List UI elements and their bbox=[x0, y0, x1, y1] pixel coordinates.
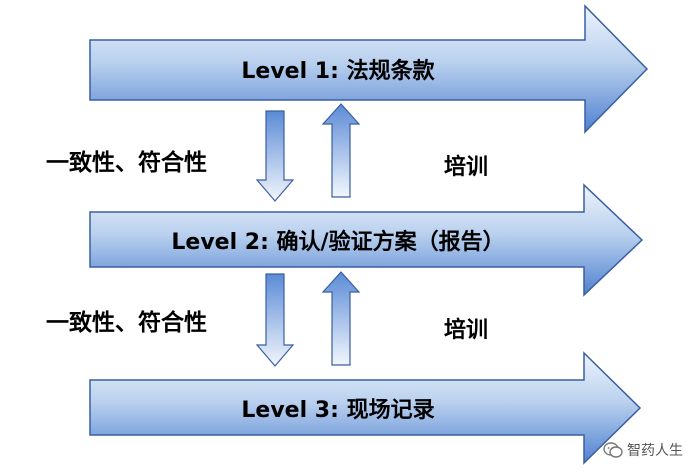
wechat-icon bbox=[603, 442, 623, 458]
training-label-lower: 培训 bbox=[444, 318, 489, 343]
level-3-arrow bbox=[89, 351, 642, 465]
watermark-text: 智药人生 bbox=[627, 443, 683, 459]
level-1-arrow bbox=[89, 4, 649, 134]
level-3-label: Level 3: 现场记录 bbox=[241, 398, 434, 423]
level-1-label: Level 1: 法规条款 bbox=[241, 58, 435, 84]
up-arrow-lower bbox=[321, 271, 361, 366]
consistency-label-lower: 一致性、符合性 bbox=[46, 310, 207, 336]
consistency-label-upper: 一致性、符合性 bbox=[46, 150, 207, 176]
watermark: 智药人生 bbox=[603, 440, 683, 460]
down-arrow-upper bbox=[255, 110, 295, 202]
training-label-upper: 培训 bbox=[444, 155, 489, 180]
down-arrow-lower bbox=[255, 273, 295, 367]
level-2-label: Level 2: 确认/验证方案（报告） bbox=[171, 229, 504, 255]
level-2-arrow bbox=[89, 183, 644, 297]
up-arrow-upper bbox=[321, 103, 361, 198]
